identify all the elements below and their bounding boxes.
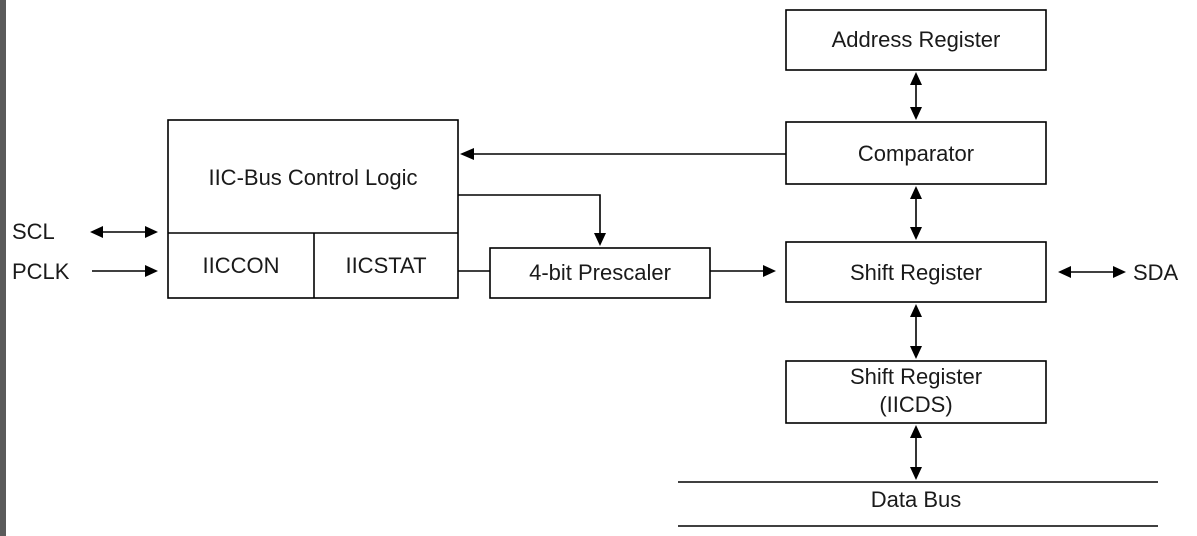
data-bus-label: Data Bus xyxy=(871,487,962,512)
shift-register-block: Shift Register xyxy=(785,241,1047,303)
scl-label: SCL xyxy=(12,219,55,244)
iicds-label-line1: Shift Register xyxy=(850,364,982,389)
comparator-label: Comparator xyxy=(858,141,974,166)
prescaler-to-shift-arrow xyxy=(710,265,776,277)
iicds-label-line2: (IICDS) xyxy=(879,392,952,417)
iicds-block: Shift Register (IICDS) xyxy=(785,360,1047,424)
prescaler-block: 4-bit Prescaler xyxy=(489,247,711,299)
sda-arrow xyxy=(1058,266,1126,278)
pclk-arrow xyxy=(92,265,158,277)
scl-arrow xyxy=(90,226,158,238)
comparator-block: Comparator xyxy=(785,121,1047,185)
sda-label: SDA xyxy=(1133,260,1179,285)
frame-edge xyxy=(0,0,6,536)
address-register-block: Address Register xyxy=(785,9,1047,71)
comparator-shift-arrow xyxy=(910,186,922,240)
control-logic-label: IIC-Bus Control Logic xyxy=(208,165,417,190)
pclk-label: PCLK xyxy=(12,259,70,284)
address-register-label: Address Register xyxy=(832,27,1001,52)
shift-iicds-arrow xyxy=(910,304,922,359)
address-comparator-arrow xyxy=(910,72,922,120)
iicds-databus-arrow xyxy=(910,425,922,480)
control-logic-block: IIC-Bus Control Logic IICCON IICSTAT xyxy=(167,119,459,299)
iiccon-label: IICCON xyxy=(203,253,280,278)
iicstat-label: IICSTAT xyxy=(345,253,426,278)
prescaler-label: 4-bit Prescaler xyxy=(529,260,671,285)
comparator-to-control-arrow xyxy=(460,148,786,160)
data-bus: Data Bus xyxy=(678,481,1158,527)
control-to-prescaler-arrow xyxy=(458,194,606,246)
shift-register-label: Shift Register xyxy=(850,260,982,285)
